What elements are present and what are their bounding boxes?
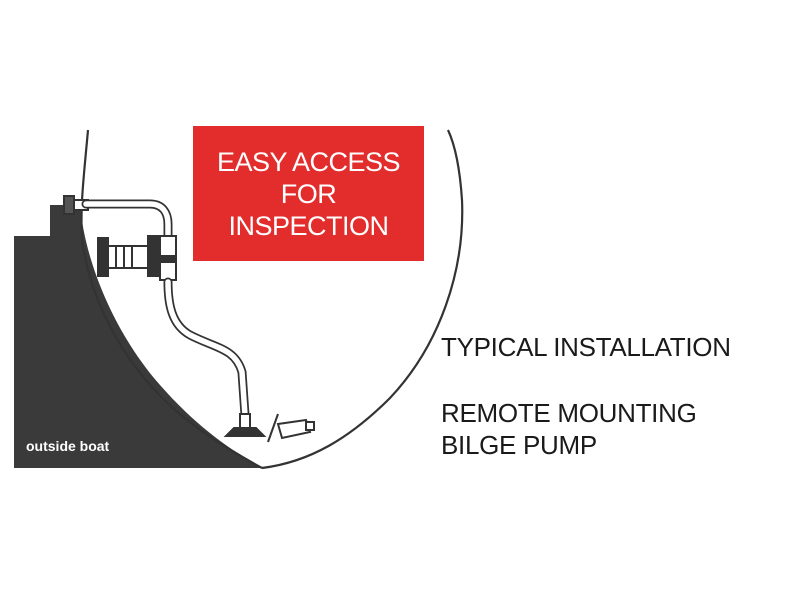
through-hull-fitting-icon — [63, 195, 89, 215]
callout-line-3: INSPECTION — [228, 210, 389, 241]
callout-box — [193, 126, 424, 261]
float-switch-icon — [267, 413, 315, 443]
hull-outline-left — [80, 129, 263, 469]
intake-hose — [163, 277, 250, 420]
callout-line-2: FOR — [280, 178, 337, 209]
hull-outline-right — [261, 129, 464, 470]
callout-text: EASY ACCESS FOR INSPECTION — [193, 126, 424, 261]
heading-typical-installation: TYPICAL INSTALLATION — [441, 332, 731, 362]
bilge-pickup-icon — [223, 413, 267, 437]
subtitle-line-1: REMOTE MOUNTING — [441, 398, 697, 428]
subtitle-line-2: BILGE PUMP — [441, 430, 597, 460]
strainer-icon — [97, 235, 177, 281]
outlet-hose — [81, 199, 173, 241]
outside-boat-area — [14, 205, 262, 468]
callout-line-1: EASY ACCESS — [216, 146, 401, 177]
outside-boat-label: outside boat — [26, 438, 110, 454]
